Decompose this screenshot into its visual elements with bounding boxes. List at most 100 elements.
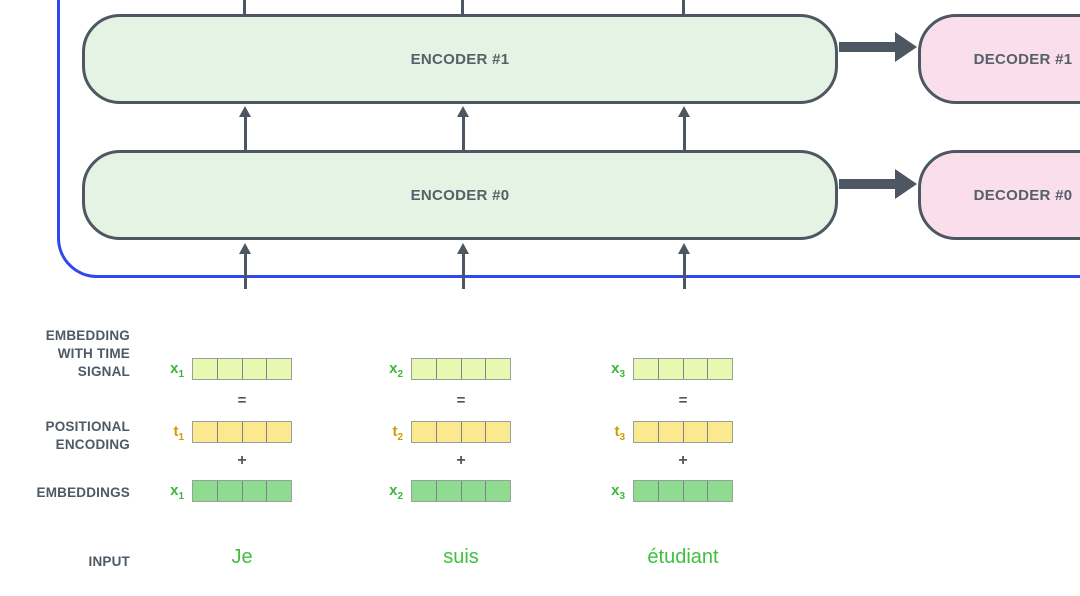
positional-encoding-vector [192,421,292,443]
arrow-head [457,243,469,254]
embedding-vector [411,480,511,502]
input-word: Je [231,546,253,568]
arrow-bar [839,179,895,189]
arrow-head [895,169,917,199]
arrow-head [678,243,690,254]
vector-cell [218,481,243,501]
vector-cell [684,481,709,501]
row-label-line: ENCODING [55,437,130,452]
embedding-column-1: x1 = t1 + x1 Je [122,358,292,573]
vector-cell [659,422,684,442]
time-vector-label: x1 [170,360,184,380]
equals-sign: = [456,392,466,409]
vector-cell [708,422,732,442]
time-signal-vector [411,358,511,380]
encoder-1-box: ENCODER #1 [82,14,838,104]
embedding-vector [633,480,733,502]
vector-cell [193,359,218,379]
arrow-shaft [682,254,686,289]
vector-cell [193,422,218,442]
up-arrow [678,106,690,150]
encoder1-to-decoder1-arrow [839,32,917,62]
encoder-0-label: ENCODER #0 [410,186,510,204]
arrow-shaft [461,117,465,150]
vector-cell [462,481,487,501]
embedding-column-3: x3 = t3 + x3 étudiant [563,358,733,573]
input-up-arrow [678,243,690,289]
decoder-0-box: DECODER #0 [918,150,1080,240]
vector-cell [634,481,659,501]
positional-vector-label: t1 [173,423,184,443]
vector-cell [486,359,510,379]
vector-cell [659,359,684,379]
vector-cell [462,359,487,379]
time-signal-vector [192,358,292,380]
vector-cell [708,359,732,379]
positional-vector-label: t3 [614,423,625,443]
vector-cell [267,481,291,501]
time-vector-label: x2 [389,360,403,380]
vector-cell [684,359,709,379]
encoder-output-line [682,0,685,16]
vector-cell [267,359,291,379]
positional-encoding-vector [633,421,733,443]
row-label-line: INPUT [88,554,130,569]
arrow-head [457,106,469,117]
vector-cell [218,359,243,379]
input-up-arrow [239,243,251,289]
vector-cell [708,481,732,501]
vector-cell [437,359,462,379]
decoder-0-label: DECODER #0 [973,186,1073,204]
arrow-bar [839,42,895,52]
input-up-arrow [457,243,469,289]
embedding-vector-label: x2 [389,482,403,502]
encoder-1-label: ENCODER #1 [410,50,510,68]
plus-sign: + [456,452,466,469]
arrow-shaft [682,117,686,150]
arrow-head [895,32,917,62]
vector-cell [243,359,268,379]
embedding-vector [192,480,292,502]
embedding-vector-label: x3 [611,482,625,502]
input-word: suis [443,546,479,568]
arrow-shaft [243,254,247,289]
vector-cell [486,422,510,442]
vector-cell [243,422,268,442]
up-arrow [239,106,251,150]
row-label-embedding-with-time-signal: EMBEDDING WITH TIME SIGNAL [0,327,130,381]
vector-cell [634,422,659,442]
positional-vector-label: t2 [392,423,403,443]
encoder-output-line [243,0,246,16]
vector-cell [486,481,510,501]
vector-cell [634,359,659,379]
row-label-line: EMBEDDINGS [36,485,130,500]
input-word: étudiant [647,546,719,568]
vector-cell [218,422,243,442]
time-signal-vector [633,358,733,380]
encoder-stack-outline [57,0,1080,278]
decoder-1-box: DECODER #1 [918,14,1080,104]
plus-sign: + [237,452,247,469]
arrow-shaft [243,117,247,150]
vector-cell [659,481,684,501]
vector-cell [243,481,268,501]
equals-sign: = [237,392,247,409]
arrow-shaft [461,254,465,289]
vector-cell [412,422,437,442]
encoder-0-box: ENCODER #0 [82,150,838,240]
row-label-line: SIGNAL [77,364,130,379]
vector-cell [412,481,437,501]
decoder-1-label: DECODER #1 [973,50,1073,68]
arrow-head [678,106,690,117]
arrow-head [239,243,251,254]
arrow-head [239,106,251,117]
row-label-embeddings: EMBEDDINGS [0,484,130,502]
time-vector-label: x3 [611,360,625,380]
embedding-vector-label: x1 [170,482,184,502]
embedding-column-2: x2 = t2 + x2 suis [341,358,511,573]
encoder0-to-decoder0-arrow [839,169,917,199]
row-label-line: POSITIONAL [45,419,130,434]
row-label-line: EMBEDDING [45,328,130,343]
vector-cell [462,422,487,442]
